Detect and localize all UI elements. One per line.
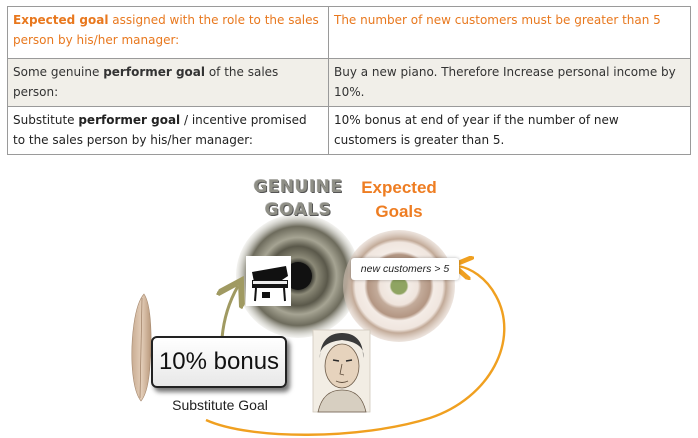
expected-goal-term: Expected goal (13, 13, 109, 27)
person-portrait-icon (312, 329, 371, 413)
substitute-goal-term: performer goal (78, 113, 181, 127)
bonus-box: 10% bonus (151, 336, 287, 388)
expected-return-arrow (205, 266, 506, 436)
goal-table: Expected goal assigned with the role to … (7, 6, 691, 155)
substitute-goal-value-cell: 10% bonus at end of year if the number o… (328, 106, 691, 155)
genuine-goal-label-cell: Some genuine performer goal of the sales… (7, 58, 329, 107)
genuine-goal-pre: Some genuine (13, 65, 104, 79)
feather-icon (131, 293, 152, 402)
table-row: Substitute performer goal / incentive pr… (7, 106, 691, 155)
table-row: Some genuine performer goal of the sales… (7, 58, 691, 107)
piano-icon (246, 256, 291, 306)
table-row: Expected goal assigned with the role to … (7, 6, 691, 59)
substitute-goal-caption: Substitute Goal (172, 397, 268, 413)
genuine-goal-term: performer goal (103, 65, 206, 79)
expected-goal-value-cell: The number of new customers must be grea… (328, 6, 691, 59)
genuine-goal-desc: of the sales person: (13, 65, 279, 99)
substitute-goal-desc: / incentive promised to the sales person… (13, 113, 307, 147)
substitute-goal-pre: Substitute (13, 113, 79, 127)
target-icon (343, 230, 455, 342)
genuine-goal-value-cell: Buy a new piano. Therefore Increase pers… (328, 58, 691, 107)
substitute-goal-label-cell: Substitute performer goal / incentive pr… (7, 106, 329, 155)
expected-goal-label-cell: Expected goal assigned with the role to … (7, 6, 329, 59)
target-label: new customers > 5 (351, 258, 459, 280)
substitute-to-genuine-arrow (222, 286, 238, 339)
expected-goal-desc: assigned with the role to the sales pers… (13, 13, 319, 47)
